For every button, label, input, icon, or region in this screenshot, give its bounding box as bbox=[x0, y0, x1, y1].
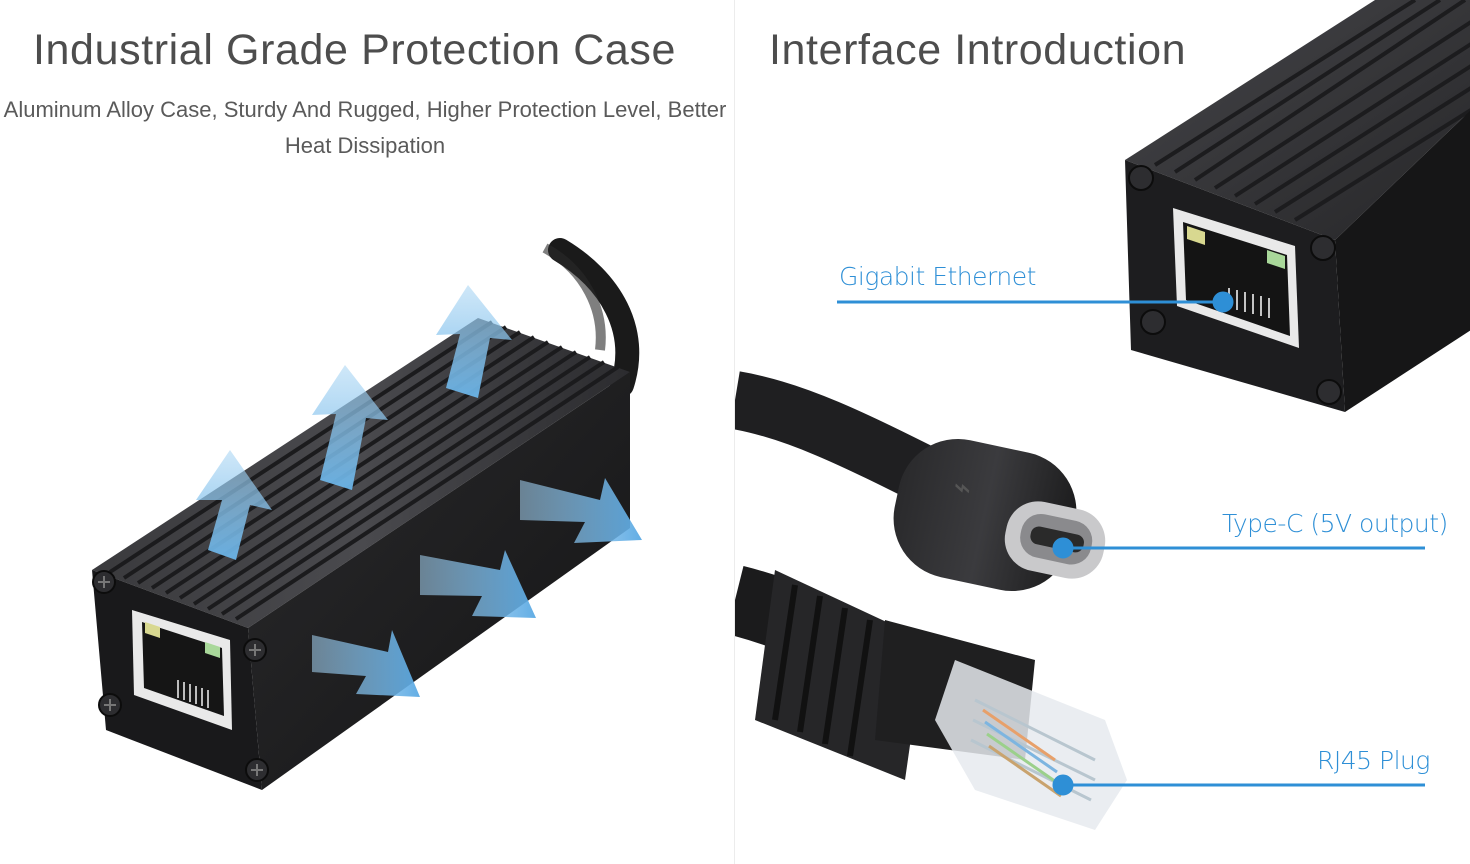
adapter-case-illustration bbox=[92, 238, 642, 790]
description-line-1: Aluminum Alloy Case, Sturdy And Rugged, … bbox=[3, 97, 727, 122]
adapter-side-face bbox=[1335, 110, 1470, 412]
protection-case-heading: Industrial Grade Protection Case bbox=[33, 26, 677, 74]
screw-icon bbox=[1128, 165, 1342, 405]
protection-case-description: Aluminum Alloy Case, Sturdy And Rugged, … bbox=[0, 92, 732, 164]
rj45-plug bbox=[755, 570, 1127, 830]
type-c-label: Type-C (5V output) bbox=[1222, 509, 1448, 538]
interface-panel: Interface Introduction bbox=[734, 0, 1470, 864]
callout-dot bbox=[1212, 291, 1234, 313]
rj45-port-icon bbox=[1173, 208, 1299, 348]
airflow-arrow-icon bbox=[196, 285, 512, 560]
rj45-plug-label: RJ45 Plug bbox=[1317, 746, 1430, 775]
interface-heading: Interface Introduction bbox=[769, 26, 1187, 74]
interface-illustration: ⌁ bbox=[735, 0, 1470, 830]
adapter-top-face bbox=[1125, 0, 1470, 240]
callout-dot bbox=[1052, 537, 1074, 559]
usb-cable bbox=[735, 371, 948, 506]
airflow-arrow-icon bbox=[312, 478, 642, 697]
protection-case-panel: Industrial Grade Protection Case Aluminu… bbox=[0, 0, 732, 864]
cable bbox=[548, 238, 640, 397]
callout-lines bbox=[837, 291, 1425, 796]
gigabit-ethernet-label: Gigabit Ethernet bbox=[839, 262, 1036, 291]
usb-c-plug: ⌁ bbox=[893, 438, 1106, 592]
callout-dot bbox=[1052, 774, 1074, 796]
rj45-port-icon bbox=[132, 610, 232, 730]
description-line-2: Heat Dissipation bbox=[284, 133, 446, 158]
